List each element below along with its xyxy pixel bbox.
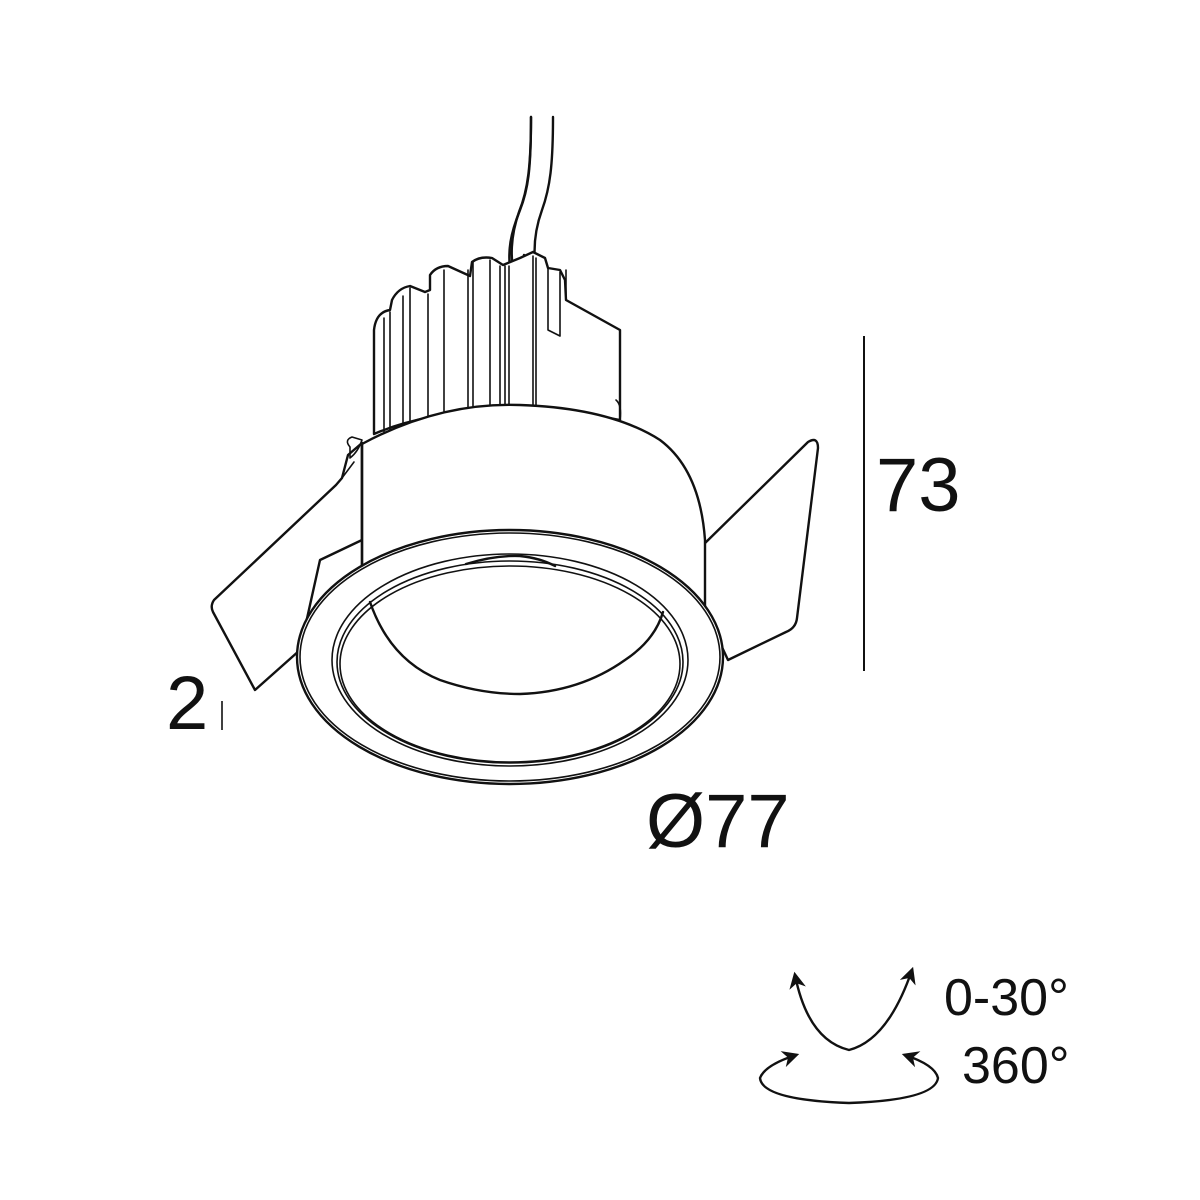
reflector bbox=[368, 554, 665, 696]
rotation-range-label: 360° bbox=[962, 1037, 1070, 1095]
height-dimension-label: 73 bbox=[876, 443, 961, 528]
diameter-label: Ø77 bbox=[646, 779, 790, 864]
spring-clip-right bbox=[698, 438, 820, 662]
trim-thickness-label: 2 bbox=[166, 661, 209, 746]
rotation-arrows-icon bbox=[758, 1051, 940, 1105]
heat-sink bbox=[372, 250, 622, 436]
tilt-range-label: 0-30° bbox=[944, 969, 1069, 1027]
trim-ring bbox=[295, 528, 725, 786]
tilt-arrows-icon bbox=[789, 966, 916, 1052]
spring-clip-left bbox=[210, 436, 364, 692]
